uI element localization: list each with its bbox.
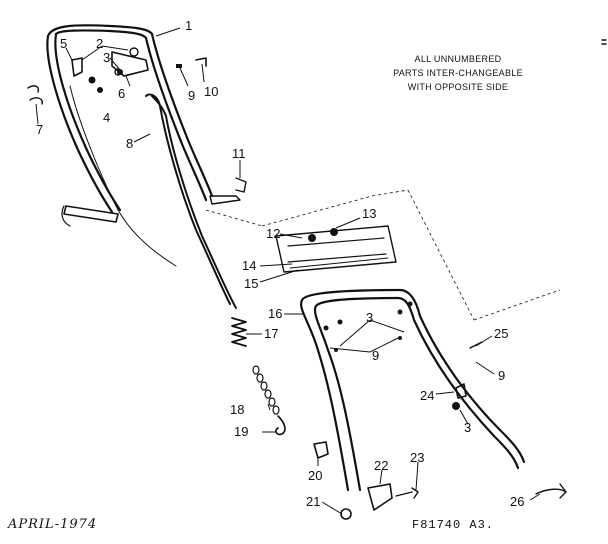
callout-14: 14 (242, 258, 256, 273)
leader-lines (35, 27, 541, 515)
corner-mark (601, 39, 607, 45)
callout-3: 3 (103, 50, 110, 65)
callout-7: 7 (36, 122, 43, 137)
callout-17: 17 (264, 326, 278, 341)
note-line-2: PARTS INTER-CHANGEABLE (393, 68, 523, 78)
handle-panel-part (275, 225, 397, 273)
callout-2: 2 (96, 36, 103, 51)
lower-handle-part (300, 288, 526, 492)
control-rod-part (145, 93, 237, 309)
upper-handle-part (46, 24, 247, 267)
callout-3-lower: 3 (464, 420, 471, 435)
callout-8: 8 (126, 136, 133, 151)
callout-25: 25 (494, 326, 508, 341)
callout-10: 10 (204, 84, 218, 99)
callout-20: 20 (308, 468, 322, 483)
callout-22: 22 (374, 458, 388, 473)
callout-numbers: 1 2 3 4 5 6 7 8 9 10 11 12 13 14 15 16 1… (36, 18, 524, 509)
callout-9-right: 9 (498, 368, 505, 383)
callout-3-handle: 3 (366, 310, 373, 325)
callout-23: 23 (410, 450, 424, 465)
callout-21: 21 (306, 494, 320, 509)
callout-18: 18 (230, 402, 244, 417)
spring-part (231, 317, 247, 347)
callout-5: 5 (60, 36, 67, 51)
callout-9-handle-a: 9 (372, 348, 379, 363)
callout-16: 16 (268, 306, 282, 321)
lower-hardware-parts (313, 341, 567, 520)
interchangeable-note: ALL UNNUMBERED PARTS INTER-CHANGEABLE WI… (393, 54, 523, 92)
date-stamp: APRIL-1974 (7, 517, 97, 532)
callout-15: 15 (244, 276, 258, 291)
callout-24: 24 (420, 388, 434, 403)
callout-4: 4 (103, 110, 110, 125)
explode-guides (205, 189, 561, 321)
hardware-parts (27, 57, 207, 105)
callout-9-top: 9 (188, 88, 195, 103)
note-line-1: ALL UNNUMBERED (415, 54, 502, 64)
callout-26: 26 (510, 494, 524, 509)
chain-part (252, 365, 286, 436)
figure-code: F81740 A3. (412, 518, 494, 532)
note-line-3: WITH OPPOSITE SIDE (408, 82, 508, 92)
callout-11: 11 (232, 146, 246, 161)
callout-6: 6 (118, 86, 125, 101)
callout-19: 19 (234, 424, 248, 439)
callout-12: 12 (266, 226, 280, 241)
callout-13: 13 (362, 206, 376, 221)
callout-1: 1 (185, 18, 192, 33)
